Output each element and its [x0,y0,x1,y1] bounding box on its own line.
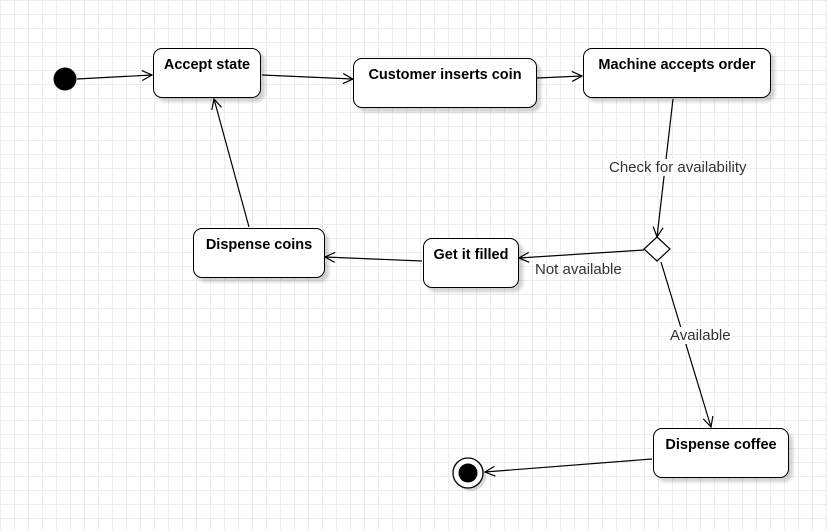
state-accept-label: Accept state [163,57,251,73]
state-machine-accepts-order: Machine accepts order [583,48,771,98]
state-dispense-coffee: Dispense coffee [653,428,789,478]
state-get-it-filled-label: Get it filled [433,247,509,263]
edge-start-to-accept [76,75,152,79]
decision-node [643,236,671,262]
state-dispense-coins: Dispense coins [193,228,325,278]
initial-node [53,67,77,91]
state-accept: Accept state [153,48,261,98]
edge-accept-to-customer [261,75,353,79]
state-customer-inserts-coin: Customer inserts coin [353,58,537,108]
label-not-available: Not available [535,261,622,278]
edge-dispense-coffee-to-final [485,458,653,472]
state-customer-inserts-coin-label: Customer inserts coin [368,67,522,83]
state-dispense-coins-label: Dispense coins [205,237,313,253]
label-available: Available [670,327,731,344]
edge-decision-to-get-filled [519,249,645,258]
edge-customer-to-machine [536,76,582,78]
edge-dispense-coins-to-accept [214,99,250,228]
edge-decision-to-dispense-coffee [660,261,711,427]
edge-get-filled-to-dispense-coins [325,257,423,261]
state-dispense-coffee-label: Dispense coffee [665,437,777,453]
final-node-inner [458,463,478,483]
state-machine-accepts-order-label: Machine accepts order [598,57,756,73]
label-check-availability: Check for availability [609,159,747,176]
state-get-it-filled: Get it filled [423,238,519,288]
